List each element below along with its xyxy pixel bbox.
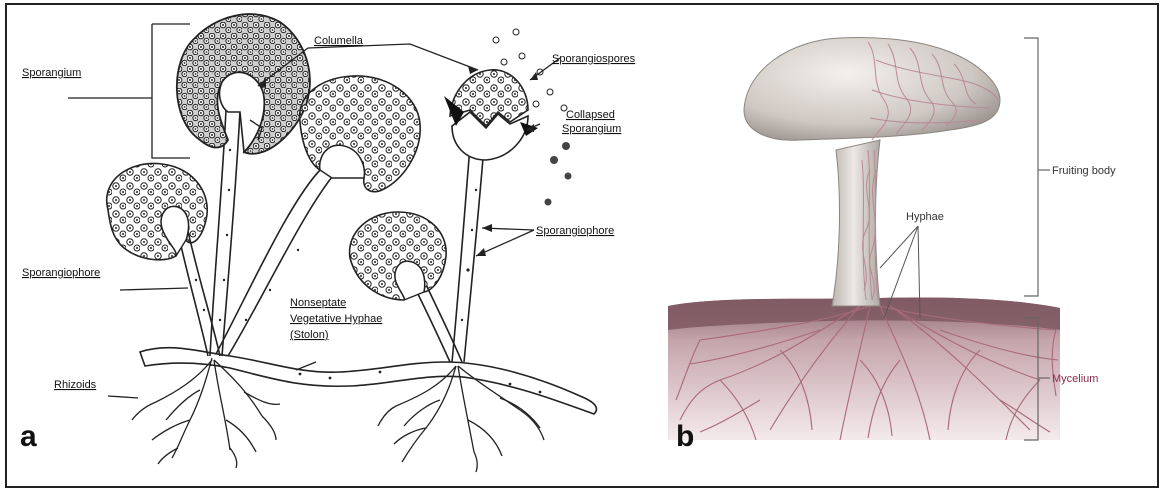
label-collapsed-line2: Sporangium (562, 123, 621, 135)
label-sporangiophore-right: Sporangiophore (536, 225, 614, 237)
panel-b: Fruiting body Hyphae Mycelium b (668, 38, 1116, 453)
label-nonseptate-line1: Nonseptate (290, 297, 346, 309)
stolon (140, 348, 596, 414)
sporangium-left (107, 163, 208, 259)
sporangium-large (177, 14, 310, 154)
label-sporangiospores: Sporangiospores (552, 53, 636, 65)
sporangium-right (350, 212, 447, 300)
bracket-fruiting-body (1024, 38, 1038, 296)
label-nonseptate-line2: Vegetative Hyphae (290, 313, 382, 325)
label-mycelium: Mycelium (1052, 373, 1098, 385)
panel-letter-a: a (20, 420, 37, 453)
label-nonseptate-line3: (Stolon) (290, 329, 329, 341)
label-collapsed-line1: Collapsed (566, 109, 615, 121)
label-hyphae: Hyphae (906, 211, 944, 223)
label-sporangium: Sporangium (22, 67, 81, 79)
mushroom-cap (744, 38, 1000, 141)
sporangiophore-stalk (216, 168, 322, 354)
mushroom-stipe (832, 140, 880, 306)
label-rhizoids: Rhizoids (54, 379, 97, 391)
label-fruiting-body: Fruiting body (1052, 165, 1116, 177)
label-sporangiophore-left: Sporangiophore (22, 267, 100, 279)
sporangium-middle (300, 76, 421, 192)
label-columella: Columella (314, 35, 364, 47)
panel-a: Sporangium Columella Sporangiospores Col… (20, 14, 636, 472)
collapsed-sporangium (444, 70, 538, 160)
panel-letter-b: b (676, 420, 694, 453)
